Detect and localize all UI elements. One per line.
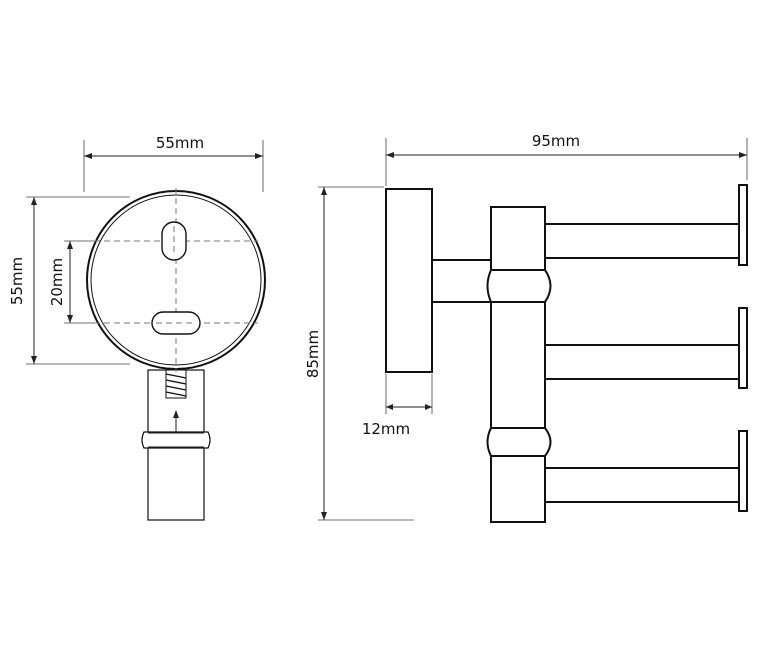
connector-stub: [431, 259, 493, 303]
side-width-dimension: 95mm: [385, 132, 748, 186]
base-thickness-label: 12mm: [362, 420, 410, 438]
lower-collar: [486, 427, 552, 457]
base-thickness-dimension: 12mm: [362, 374, 433, 438]
side-view: 95mm 85mm 12mm: [304, 132, 748, 523]
front-view: 55mm 55mm 20mm: [8, 134, 266, 521]
keyhole-slot-icon: [161, 221, 187, 261]
side-width-label: 95mm: [532, 132, 580, 150]
side-height-dimension: 85mm: [304, 186, 414, 521]
towel-arm-1: [544, 184, 748, 266]
front-width-dimension: 55mm: [83, 134, 264, 192]
side-height-label: 85mm: [304, 330, 322, 378]
horizontal-slot-icon: [151, 311, 201, 335]
wall-base-plate: [385, 188, 433, 373]
front-height-label: 55mm: [8, 257, 26, 305]
towel-arm-2: [544, 307, 748, 389]
front-width-label: 55mm: [156, 134, 204, 152]
swivel-post: [490, 206, 546, 523]
towel-arm-3: [544, 430, 748, 512]
hole-spacing-label: 20mm: [48, 258, 66, 306]
grub-screw-icon: [165, 369, 187, 399]
mounting-post: [141, 369, 211, 521]
upper-knuckle: [486, 269, 552, 303]
front-height-dimension: 55mm: [8, 196, 130, 365]
